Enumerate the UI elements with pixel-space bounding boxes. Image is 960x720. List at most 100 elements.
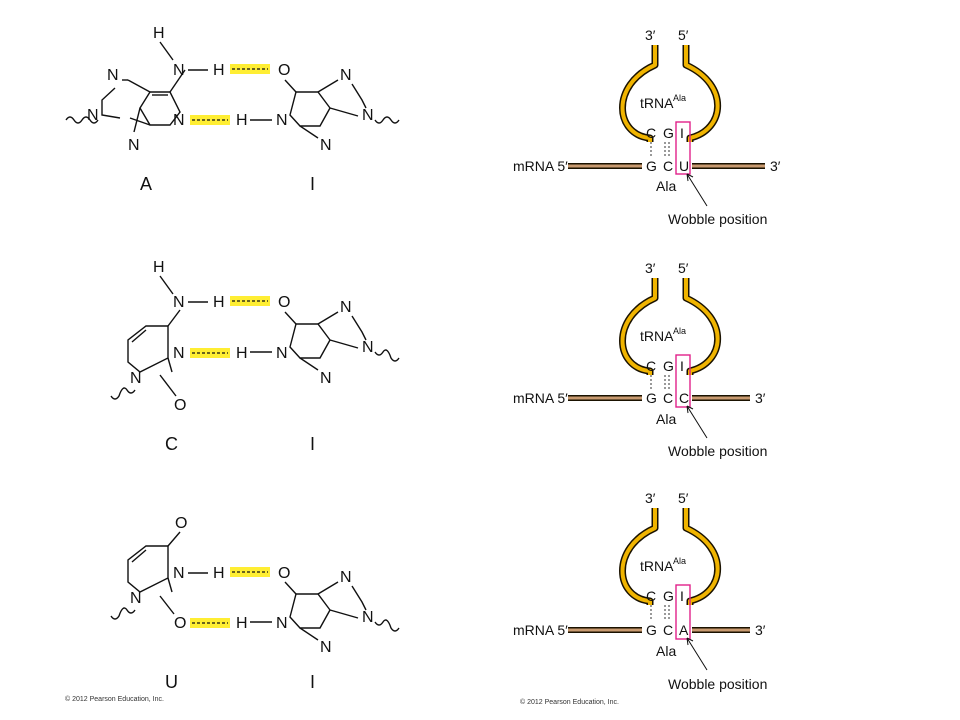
base-label-left: A [140, 174, 152, 194]
atom-n: N [340, 569, 352, 586]
anticodon-base: G [663, 358, 674, 374]
atom-h: H [213, 565, 225, 582]
atom-n: N [130, 590, 142, 607]
anticodon-base: I [680, 588, 684, 604]
codon-base: C [663, 390, 673, 406]
atom-n: N [87, 107, 99, 124]
codon-panel-1: 3′ 5′ tRNA Ala C G I mRNA 5′ 3′ G C U Al… [513, 27, 781, 227]
mrna-3-prime: 3′ [755, 390, 766, 406]
wobble-position-label: Wobble position [668, 211, 767, 227]
base-label-left: U [165, 672, 178, 692]
anticodon-base: C [646, 358, 656, 374]
atom-n: N [173, 345, 185, 362]
atom-n: N [362, 107, 374, 124]
atom-o: O [175, 515, 187, 532]
atom-h: H [236, 112, 248, 129]
atom-n: N [128, 137, 140, 154]
trna-3-prime: 3′ [645, 490, 656, 506]
codon-panel-3: 3′ 5′ tRNA Ala C G I mRNA 5′ 3′ G C A Al… [513, 490, 767, 692]
base-label-right: I [310, 672, 315, 692]
trna-3-prime: 3′ [645, 260, 656, 276]
atom-o: O [174, 615, 186, 632]
mrna-label: mRNA 5′ [513, 158, 568, 174]
amino-acid-label: Ala [656, 643, 676, 659]
atom-n: N [173, 294, 185, 311]
atom-n: N [173, 565, 185, 582]
anticodon-base: G [663, 125, 674, 141]
atom-o: O [278, 565, 290, 582]
atom-n: N [340, 67, 352, 84]
pair-c-i: H N H N N O O H N N N N [110, 259, 400, 454]
wobble-position-label: Wobble position [668, 443, 767, 459]
codon-base: U [679, 158, 689, 174]
anticodon-base: C [646, 125, 656, 141]
atom-n: N [320, 639, 332, 656]
atom-h: H [153, 25, 165, 42]
codon-base: C [663, 158, 673, 174]
anticodon-base: I [680, 358, 684, 374]
atom-h: H [153, 259, 165, 276]
atom-n: N [320, 370, 332, 387]
wobble-box [675, 354, 691, 408]
trna-superscript: Ala [673, 326, 686, 336]
atom-h: H [236, 615, 248, 632]
atom-n: N [173, 62, 185, 79]
trna-label: tRNA [640, 328, 674, 344]
cytosine-structure: H N H N N O [110, 259, 225, 414]
atom-n: N [362, 609, 374, 626]
copyright-right: © 2012 Pearson Education, Inc. [520, 698, 619, 706]
mrna-label: mRNA 5′ [513, 390, 568, 406]
trna-label: tRNA [640, 95, 674, 111]
wobble-box [675, 121, 691, 175]
inosine-structure: O H N N N N [236, 565, 400, 656]
anticodon-base: G [663, 588, 674, 604]
atom-n: N [362, 339, 374, 356]
atom-n: N [107, 67, 119, 84]
trna-3-prime: 3′ [645, 27, 656, 43]
anticodon-base: I [680, 125, 684, 141]
trna-5-prime: 5′ [678, 490, 689, 506]
codon-base: G [646, 158, 657, 174]
copyright-left: © 2012 Pearson Education, Inc. [65, 695, 164, 703]
atom-o: O [278, 62, 290, 79]
trna-5-prime: 5′ [678, 260, 689, 276]
codon-base: A [679, 622, 689, 638]
uracil-structure: O N H N O [110, 515, 225, 632]
codon-base: G [646, 390, 657, 406]
base-label-right: I [310, 434, 315, 454]
anticodon-base: C [646, 588, 656, 604]
inosine-structure: O H N N N N [236, 294, 400, 387]
mrna-3-prime: 3′ [755, 622, 766, 638]
atom-h: H [236, 345, 248, 362]
base-label-left: C [165, 434, 178, 454]
atom-o: O [174, 397, 186, 414]
atom-n: N [340, 299, 352, 316]
codon-base: C [679, 390, 689, 406]
trna-5-prime: 5′ [678, 27, 689, 43]
trna-superscript: Ala [673, 556, 686, 566]
trna-superscript: Ala [673, 93, 686, 103]
wobble-box [675, 584, 691, 640]
atom-n: N [320, 137, 332, 154]
inosine-structure: O H N N N N [236, 62, 400, 154]
atom-h: H [213, 294, 225, 311]
amino-acid-label: Ala [656, 178, 676, 194]
atom-n: N [130, 370, 142, 387]
amino-acid-label: Ala [656, 411, 676, 427]
mrna-label: mRNA 5′ [513, 622, 568, 638]
adenine-structure: H N H N N N N [65, 25, 225, 154]
atom-n: N [276, 112, 288, 129]
base-label-right: I [310, 174, 315, 194]
atom-n: N [276, 615, 288, 632]
wobble-position-label: Wobble position [668, 676, 767, 692]
codon-panel-2: 3′ 5′ tRNA Ala C G I mRNA 5′ 3′ G C C Al… [513, 260, 767, 459]
atom-h: H [213, 62, 225, 79]
codon-base: G [646, 622, 657, 638]
atom-n: N [276, 345, 288, 362]
trna-label: tRNA [640, 558, 674, 574]
pair-a-i: H N H N N N N O H N N N N [65, 25, 400, 194]
mrna-3-prime: 3′ [770, 158, 781, 174]
atom-o: O [278, 294, 290, 311]
codon-base: C [663, 622, 673, 638]
